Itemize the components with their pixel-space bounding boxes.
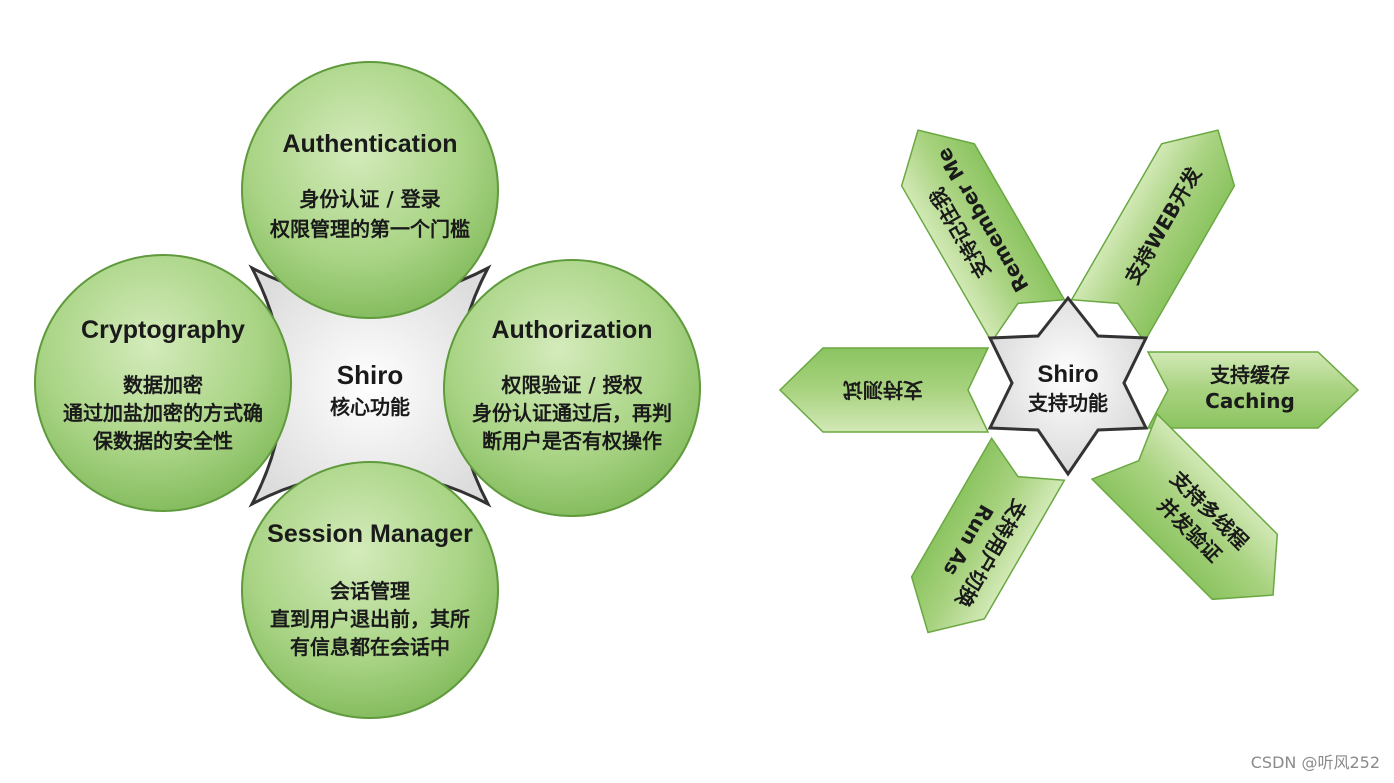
- circle-shape: [241, 461, 499, 719]
- circle-shape: [443, 259, 701, 517]
- left-diagram: Shiro 核心功能 Authentication 身份认证 / 登录 权限管理…: [34, 61, 701, 719]
- circle-authorization: Authorization 权限验证 / 授权 身份认证通过后，再判 断用户是否…: [443, 259, 701, 517]
- arrow-shape: [1090, 412, 1279, 601]
- center-hub-subtitle: 核心功能: [330, 395, 410, 419]
- arrow-caching: 支持缓存 Caching: [1146, 351, 1360, 429]
- circle-line: 会话管理: [330, 579, 410, 603]
- circle-line: 身份认证通过后，再判: [472, 401, 672, 425]
- arrow-line: 支持测试: [843, 378, 923, 402]
- arrow-line: 支持缓存: [1210, 363, 1290, 387]
- arrow-shape: [910, 436, 1066, 634]
- center-hub-title: Shiro: [337, 360, 403, 390]
- circle-line: 有信息都在会话中: [290, 635, 450, 659]
- circle-shape: [241, 61, 499, 319]
- circle-line: 直到用户退出前，其所: [270, 607, 470, 631]
- circle-line: 数据加密: [123, 373, 203, 397]
- center-star-subtitle: 支持功能: [1028, 391, 1108, 415]
- arrow-run-as: 支持用户切换 Run As: [910, 436, 1066, 634]
- circle-title: Authorization: [491, 316, 652, 344]
- arrow-line: Caching: [1205, 389, 1295, 413]
- csdn-watermark: CSDN @听风252: [1250, 753, 1380, 772]
- center-star-shape: [987, 295, 1149, 477]
- circle-line: 权限验证 / 授权: [500, 373, 643, 397]
- circle-line: 保数据的安全性: [92, 429, 233, 453]
- arrow-shape: [1146, 351, 1360, 429]
- circle-line: 通过加盐加密的方式确: [63, 401, 263, 425]
- center-star-title: Shiro: [1037, 361, 1098, 388]
- arrow-testing: 支持测试: [778, 347, 990, 433]
- arrow-shape: [778, 347, 990, 433]
- arrow-concurrency: 支持多线程 并发验证: [1090, 412, 1279, 601]
- right-diagram: 支持缓存 Caching 支持WEB开发 支持记住我 Remember Me 支…: [778, 129, 1360, 634]
- circle-title: Session Manager: [267, 520, 473, 548]
- circle-title: Cryptography: [81, 316, 245, 344]
- arrow-web: 支持WEB开发: [1070, 129, 1236, 344]
- circle-authentication: Authentication 身份认证 / 登录 权限管理的第一个门槛: [241, 61, 499, 319]
- circle-shape: [34, 254, 292, 512]
- circle-line: 身份认证 / 登录: [299, 187, 440, 211]
- circle-line: 权限管理的第一个门槛: [269, 217, 470, 241]
- circle-title: Authentication: [283, 130, 458, 158]
- circle-cryptography: Cryptography 数据加密 通过加盐加密的方式确 保数据的安全性: [34, 254, 292, 512]
- arrow-remember-me: 支持记住我 Remember Me: [900, 129, 1066, 344]
- circle-session-manager: Session Manager 会话管理 直到用户退出前，其所 有信息都在会话中: [241, 461, 499, 719]
- circle-line: 断用户是否有权操作: [482, 429, 662, 453]
- arrow-shape: [1070, 129, 1236, 344]
- arrow-shape: [900, 129, 1066, 344]
